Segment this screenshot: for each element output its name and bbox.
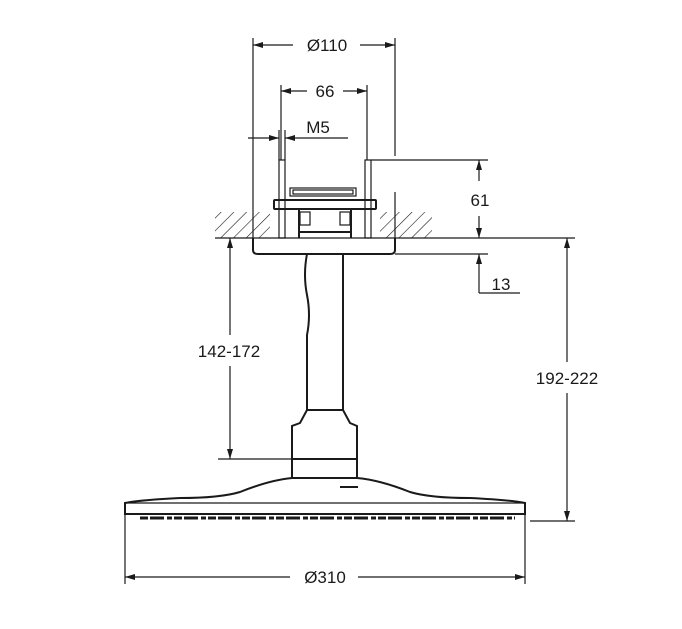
dimension-rosette-height: 13: [395, 253, 520, 294]
dimension-rod-height: 61: [371, 159, 490, 238]
dimension-label: 142-172: [198, 342, 260, 361]
dimension-total-height: 192-222: [530, 238, 598, 522]
dimension-label: Ø110: [307, 36, 347, 55]
dimension-label: Ø310: [304, 568, 346, 587]
dimension-label: 61: [471, 191, 490, 210]
dimension-arm-length: 142-172: [198, 238, 292, 460]
shower-arm: [291, 253, 358, 478]
dimension-rod-spacing: 66: [280, 82, 368, 160]
rosette: [252, 238, 396, 255]
dimension-label: 192-222: [536, 369, 598, 388]
ceiling: [215, 212, 575, 239]
dimension-thread: M5: [248, 118, 348, 160]
dimension-head-diameter: Ø310: [124, 514, 526, 587]
dimension-mount-diameter: Ø110: [252, 36, 396, 240]
dimension-label: 13: [492, 275, 511, 294]
dimension-label: 66: [316, 82, 335, 101]
mounting-bracket: [273, 159, 377, 239]
dimension-label: M5: [306, 118, 330, 137]
shower-head: [124, 477, 526, 520]
